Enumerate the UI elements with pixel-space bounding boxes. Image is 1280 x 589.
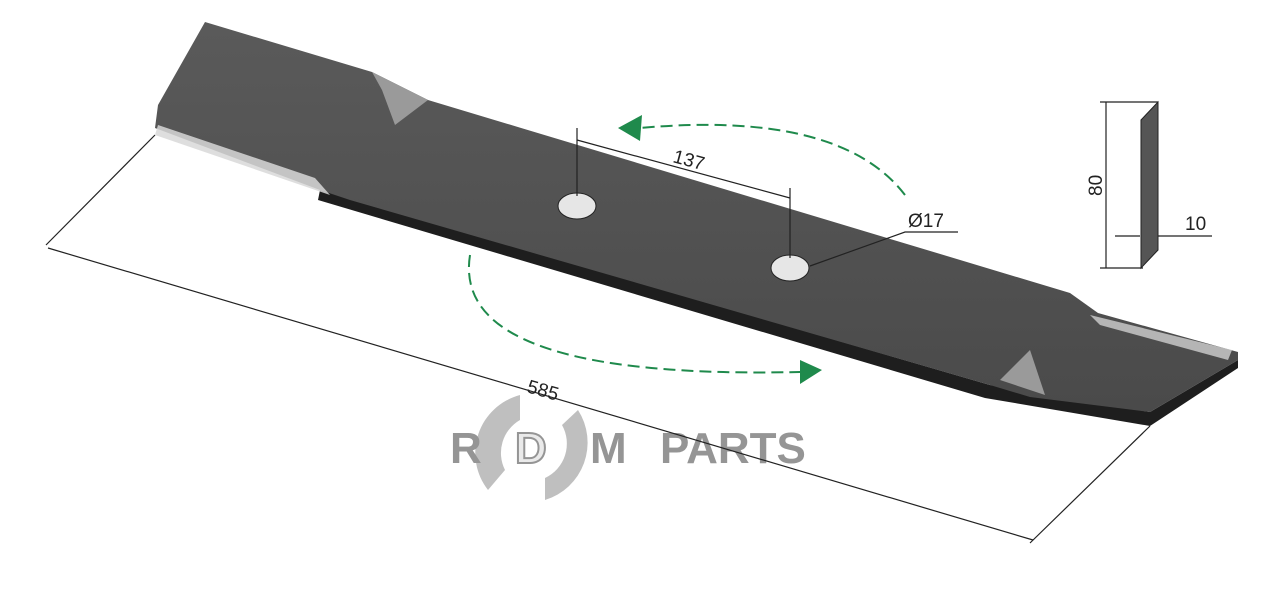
width-label: 80 [1086,175,1107,196]
rotation-arc-bottom [467,254,801,374]
logo-letter-r: R [450,424,482,473]
blade-cross-section [1140,100,1159,270]
hole-diameter-label: Ø17 [908,211,944,232]
blade-bevel-left [155,125,330,195]
mounting-hole-2 [770,254,810,282]
rotation-arc-top [639,123,906,196]
logo-arc-right [545,410,588,500]
arrow-head-top-icon [618,115,642,141]
blade-bevel-right [1090,315,1232,360]
mounting-hole-1 [557,192,597,220]
blade-shoulder-left [372,72,428,125]
blade-shoulder-right [1000,350,1045,395]
hole-spacing-label: 137 [671,147,707,175]
arrow-head-bottom-icon [800,360,822,384]
rdm-logo: R D M PARTS [450,395,806,500]
thickness-label: 10 [1185,214,1206,235]
blade [155,22,1238,426]
logo-arc-left [475,395,520,490]
rotation-arrows [467,123,906,374]
blade-face [155,22,1238,412]
logo-letter-d: D [515,424,547,473]
side-view: 80 10 [1086,100,1212,270]
logo-letter-m: M [590,424,627,473]
diameter-leader [809,231,958,267]
length-dimension-line [47,247,1034,541]
spacing-dimension-line [576,139,791,199]
dimension-lines [45,128,1151,544]
length-label: 585 [525,377,561,406]
